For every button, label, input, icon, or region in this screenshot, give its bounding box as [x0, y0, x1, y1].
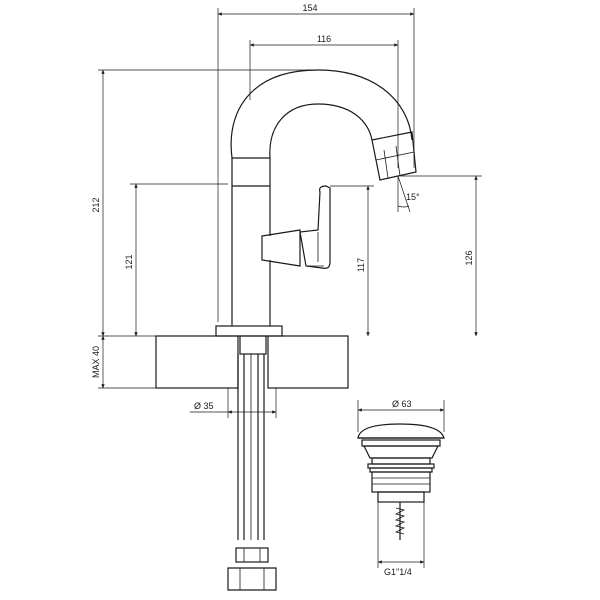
angle-indicator: 15° [397, 175, 420, 213]
faucet-body [215, 69, 417, 337]
dim-height-handle-label: 121 [124, 254, 134, 269]
dim-height-outlet-inner: 117 [330, 185, 374, 337]
lever-handle [261, 185, 331, 269]
dim-height-total-label: 212 [91, 197, 101, 212]
dim-deck-max: MAX 40 [91, 335, 156, 389]
waste-drain: Ø 63 G1"1/4 [357, 399, 445, 577]
dim-hole-diameter-label: Ø 35 [194, 401, 214, 411]
supply-tube [227, 335, 277, 591]
dim-height-total: 212 [91, 69, 318, 337]
dim-height-outlet: 126 [400, 175, 482, 337]
dim-height-outlet-label: 126 [464, 250, 474, 265]
dim-height-outlet-inner-label: 117 [356, 258, 366, 272]
waste-diameter-label: Ø 63 [392, 399, 412, 409]
dim-width-total-label: 154 [302, 3, 317, 13]
angle-label: 15° [406, 192, 420, 202]
dim-height-handle: 121 [124, 183, 228, 337]
countertop-section [155, 335, 349, 389]
dim-width-total: 154 [217, 3, 415, 322]
dim-spout-reach: 116 [249, 34, 399, 168]
dim-hole-diameter: Ø 35 [190, 388, 277, 418]
dim-spout-reach-label: 116 [317, 34, 331, 44]
dim-deck-max-label: MAX 40 [91, 346, 101, 378]
waste-thread-label: G1"1/4 [384, 567, 412, 577]
